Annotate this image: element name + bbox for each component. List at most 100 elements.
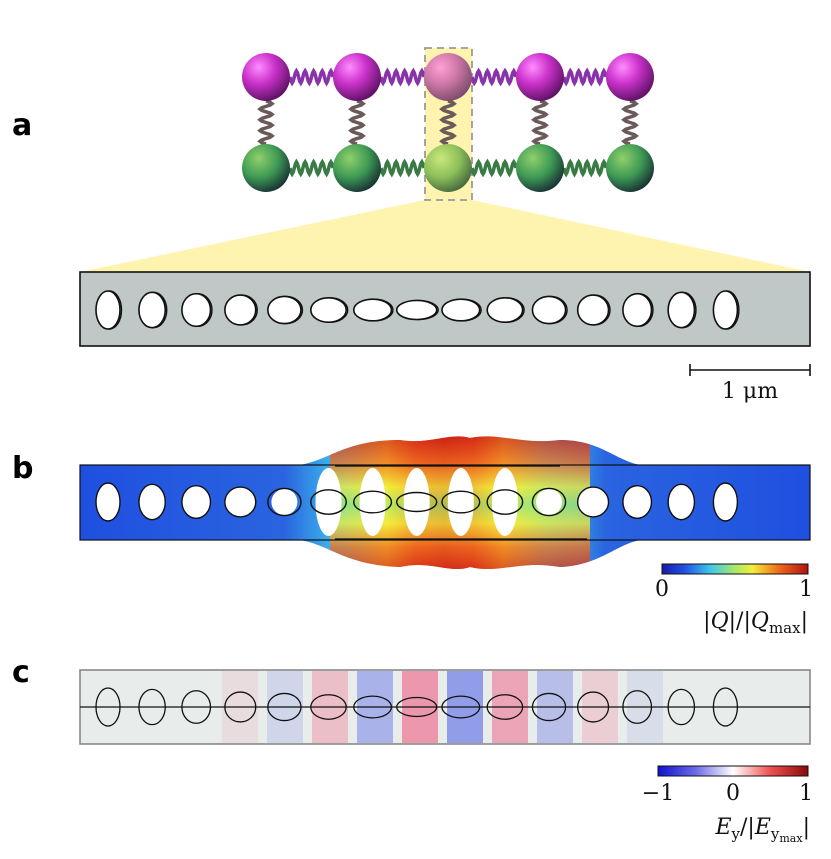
hole-outline [224,486,257,518]
holes-b-outline [95,482,739,522]
sphere-bottom [424,144,472,192]
hole-outline [486,489,524,515]
sphere-top [606,53,654,101]
spring-bottom [470,158,518,178]
sphere-bottom [333,144,381,192]
hole-deformed [403,468,430,536]
hole [712,290,739,330]
mass-spring-lattice [242,53,654,192]
colorbar-b: 0 1 |Q|/|Qmax| [655,563,813,637]
hole-outline [712,482,739,522]
hole [667,291,696,329]
hole-outline [310,694,347,720]
panel-b-label: b [12,451,33,486]
nanobeam-b-field [79,436,811,570]
springs [257,67,639,178]
spring-bottom [562,158,608,178]
sphere-bottom [606,144,654,192]
panel-c-label: c [12,655,30,690]
hole [95,290,121,330]
holes-b-fill [96,468,738,536]
hole-outline [224,691,257,723]
hole-deformed [668,484,695,520]
nanobeam-c-field [79,669,811,745]
hole-deformed [713,483,738,521]
sphere-top [516,53,564,101]
hole-outline [441,490,481,514]
spring-top [562,67,608,87]
hole-deformed [447,468,474,536]
nanobeam-a [79,271,811,347]
hole-outline [95,482,121,522]
colorbar-c: −1 0 1 Ey/|Eymax| [642,765,813,845]
hole-outline [310,489,347,515]
hole-outline [667,688,696,726]
hole-outline [181,485,212,519]
colorbar-c-label: Ey/|Eymax| [714,815,810,845]
hole-outline [353,490,393,514]
hole-deformed [491,468,518,536]
hole-outline [531,692,567,722]
sphere-bottom [516,144,564,192]
hole-outline [138,483,166,521]
hole [531,295,567,325]
hole [309,296,348,324]
spring-bottom [379,158,426,178]
hole [395,299,438,321]
hole-outline [576,486,610,518]
hole-outline [396,491,438,513]
hole [267,295,302,325]
hole-outline [486,694,524,720]
hole-outline [353,695,393,719]
hole-outline [622,485,653,519]
hole-deformed [181,485,211,519]
hole-outline [577,691,610,723]
hole [441,298,481,322]
spring-vertical [531,99,549,146]
spring-vertical [439,99,457,146]
hole-deformed [315,468,342,536]
hole-deformed [96,483,120,521]
scale-bar-label: 1 μm [722,379,778,404]
hole-outline [267,487,302,517]
hole-deformed [271,489,298,515]
panel-a-label: a [12,108,32,143]
sphere-top [333,53,381,101]
spring-bottom [288,158,335,178]
colorbar-b-min: 0 [655,577,669,602]
spring-vertical [348,99,366,146]
hole-outline [667,483,696,521]
hole-outline [181,690,212,724]
spring-top [379,67,426,87]
hole [622,292,653,328]
colorbar-c-max: 1 [799,781,813,806]
holes-a [95,290,740,330]
hole-outline [622,690,653,724]
hole-outline [712,687,739,727]
hole-deformed [536,489,562,515]
sphere-top [242,53,290,101]
scale-bar: 1 μm [689,364,811,404]
hole-deformed [138,484,166,520]
spring-vertical [257,99,275,146]
spring-top [470,67,518,87]
hole-deformed [359,468,386,536]
colorbar-c-mid: 0 [726,781,740,806]
hole-deformed [224,487,256,517]
colorbar-b-label: |Q|/|Qmax| [703,609,808,637]
hole [576,294,610,326]
hole-outline [396,696,438,718]
hole [352,298,393,322]
hole-outline [441,695,481,719]
spring-vertical [621,99,639,146]
hole [486,296,524,324]
sphere-top [424,53,472,101]
colorbar-c-min: −1 [642,781,674,806]
hole-outline [531,487,567,517]
hole-outline [95,687,121,727]
hole-outline [267,692,302,722]
hole [181,292,212,328]
sphere-bottom [242,144,290,192]
colorbar-b-max: 1 [799,577,813,602]
